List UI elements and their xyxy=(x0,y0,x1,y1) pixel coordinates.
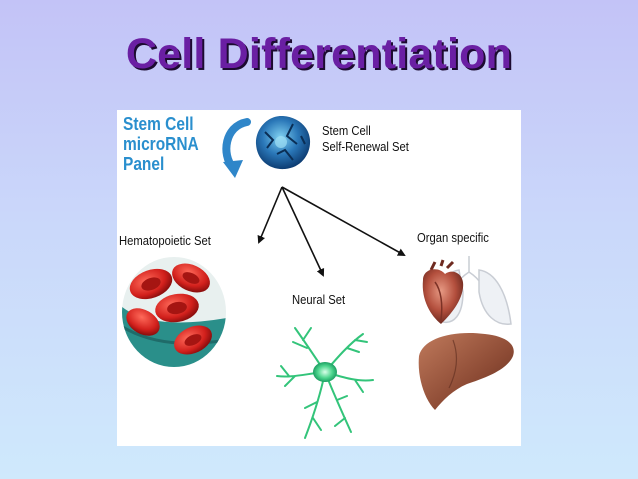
arrow-to-hematopoietic xyxy=(257,186,283,244)
red-blood-cells-icon xyxy=(122,257,226,367)
liver-icon xyxy=(418,332,514,410)
stem-cell-icon xyxy=(255,115,311,170)
organ-illustration xyxy=(418,259,514,410)
organ-specific-label: Organ specific xyxy=(417,231,489,245)
stem-cell-label-line-1: Stem Cell xyxy=(322,124,371,138)
hematopoietic-label: Hematopoietic Set xyxy=(119,234,211,248)
arrow-to-organ xyxy=(281,186,406,256)
panel-label-line-1: Stem Cell xyxy=(123,114,194,134)
panel-label-line-2: microRNA xyxy=(123,134,199,154)
panel-label-line-3: Panel xyxy=(123,154,165,174)
arrow-to-neural xyxy=(281,186,325,277)
heart-icon xyxy=(422,259,464,324)
self-renewal-arrow-icon xyxy=(222,118,251,178)
neural-label: Neural Set xyxy=(292,293,346,307)
stem-cell-label-line-2: Self-Renewal Set xyxy=(322,140,409,154)
figure-panel: Stem Cell microRNA Panel Stem Cell Self-… xyxy=(117,110,521,446)
stem-cell-label: Stem Cell Self-Renewal Set xyxy=(322,123,409,155)
differentiation-arrows xyxy=(257,186,406,277)
panel-label: Stem Cell microRNA Panel xyxy=(123,114,199,174)
slide-title: Cell Differentiation xyxy=(125,30,513,78)
neuron-icon xyxy=(276,327,374,439)
